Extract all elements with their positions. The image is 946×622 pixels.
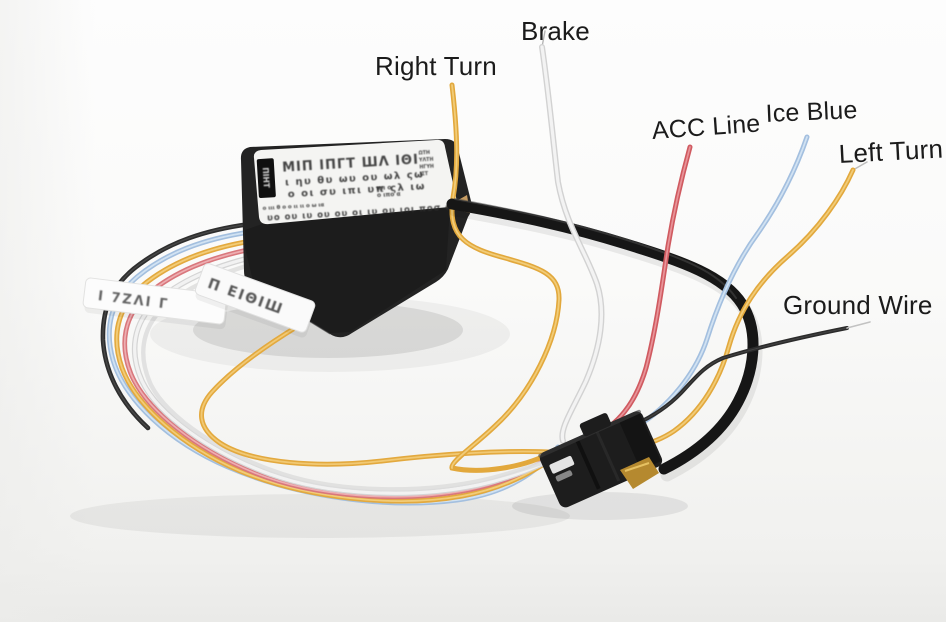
label-right-turn: Right Turn: [375, 51, 497, 81]
module-print-mid: ο ιπο α: [377, 191, 401, 199]
connector-latch-tab: [579, 413, 611, 437]
wire-tag-left: Ι 7ΖΛΙ Γ: [82, 277, 228, 330]
module-label: [253, 139, 457, 225]
wire-ice-blue: [583, 134, 810, 445]
label-brake: Brake: [521, 16, 590, 46]
module-print-row: ο ιιι θ ο ο ιι ιι ο ω ια: [262, 202, 324, 212]
main-cable: [446, 198, 763, 482]
wire-right-turn: [449, 82, 562, 473]
wire-left-turn: [595, 161, 868, 451]
connector-gold-pin: [620, 457, 659, 489]
module-print-side: ΥΛΤΗ: [418, 157, 434, 164]
label-ice-blue: Ice Blue: [765, 95, 859, 128]
label-left-turn: Left Turn: [838, 133, 944, 169]
module-logo-glyphs: ΠΙΗΤ: [261, 167, 271, 189]
module-print-side: ΩΤΗ: [418, 150, 430, 157]
label-ground-wire: Ground Wire: [783, 290, 933, 320]
wire-brake: [539, 30, 605, 444]
module-print-side: ΙΣΤ: [420, 171, 429, 178]
connector-glint: [549, 455, 575, 474]
module-print-side: ΗΓΥΗ: [419, 164, 434, 171]
module-print-mid: ил ο: [376, 184, 391, 192]
connector-plug: [538, 409, 663, 508]
wire-acc-line: [591, 144, 693, 439]
ground-wire-bare-tip: [846, 321, 871, 329]
module-logo-box: [256, 158, 276, 199]
